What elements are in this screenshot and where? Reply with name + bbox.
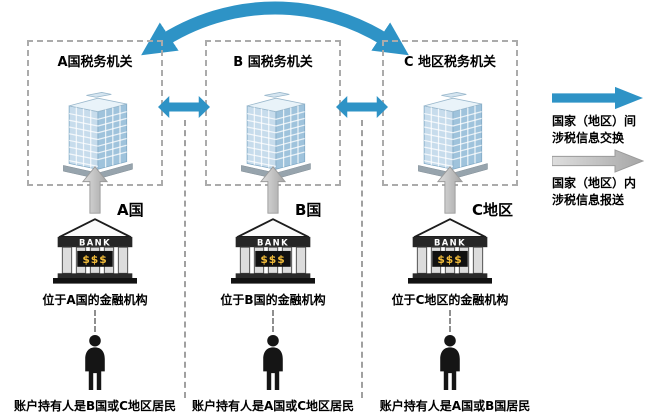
region-label-b: B国 [295,201,322,219]
institution-caption-c: 位于C地区的金融机构 [391,293,509,307]
report-up-arrow-a [82,166,108,214]
tax-authority-title-b: B 国税务机关 [233,55,313,70]
column-separator-a-b [184,120,186,398]
legend-report-line2: 涉税信息报送 [552,193,625,207]
region-label-c: C地区 [472,201,514,219]
institution-caption-a: 位于A国的金融机构 [42,293,148,307]
exchange-arrow-a-b [158,92,210,122]
tax-authority-title-a: A国税务机关 [57,55,133,70]
column-separator-b-c [361,120,363,398]
office-building-icon [403,74,499,180]
office-building-icon [48,74,144,180]
legend-exchange-arrow-icon [552,86,644,110]
tax-authority-box-c: C 地区税务机关 [382,40,518,186]
account-holder-person-icon-c [434,334,466,391]
bank-icon-c [408,216,492,284]
legend-exchange-line1: 国家（地区）间 [552,114,637,128]
legend-report-arrow-icon [552,149,644,173]
bank-icon-b [231,216,315,284]
tax-authority-box-a: A国税务机关 [27,40,163,186]
account-holder-person-icon-b [257,334,289,391]
office-building-icon [226,74,322,180]
dashed-connector-b [272,310,274,332]
account-holder-caption-c: 账户持有人是A国或B国居民 [379,399,531,413]
account-holder-caption-b: 账户持有人是A国或C地区居民 [191,399,355,413]
report-up-arrow-c [437,166,463,214]
tax-authority-box-b: B 国税务机关 [205,40,341,186]
tax-authority-title-c: C 地区税务机关 [403,55,497,70]
legend-report-line1: 国家（地区）内 [552,176,637,190]
bank-icon-a [53,216,137,284]
institution-caption-b: 位于B国的金融机构 [220,293,326,307]
cross-region-exchange-arc-arrow [141,1,409,56]
dashed-connector-a [94,310,96,332]
dashed-connector-c [449,310,451,332]
region-label-a: A国 [117,201,144,219]
report-up-arrow-b [260,166,286,214]
account-holder-caption-a: 账户持有人是B国或C地区居民 [14,399,176,413]
account-holder-person-icon-a [79,334,111,391]
legend-exchange-line2: 涉税信息交换 [552,131,625,145]
exchange-arrow-b-c [336,92,388,122]
